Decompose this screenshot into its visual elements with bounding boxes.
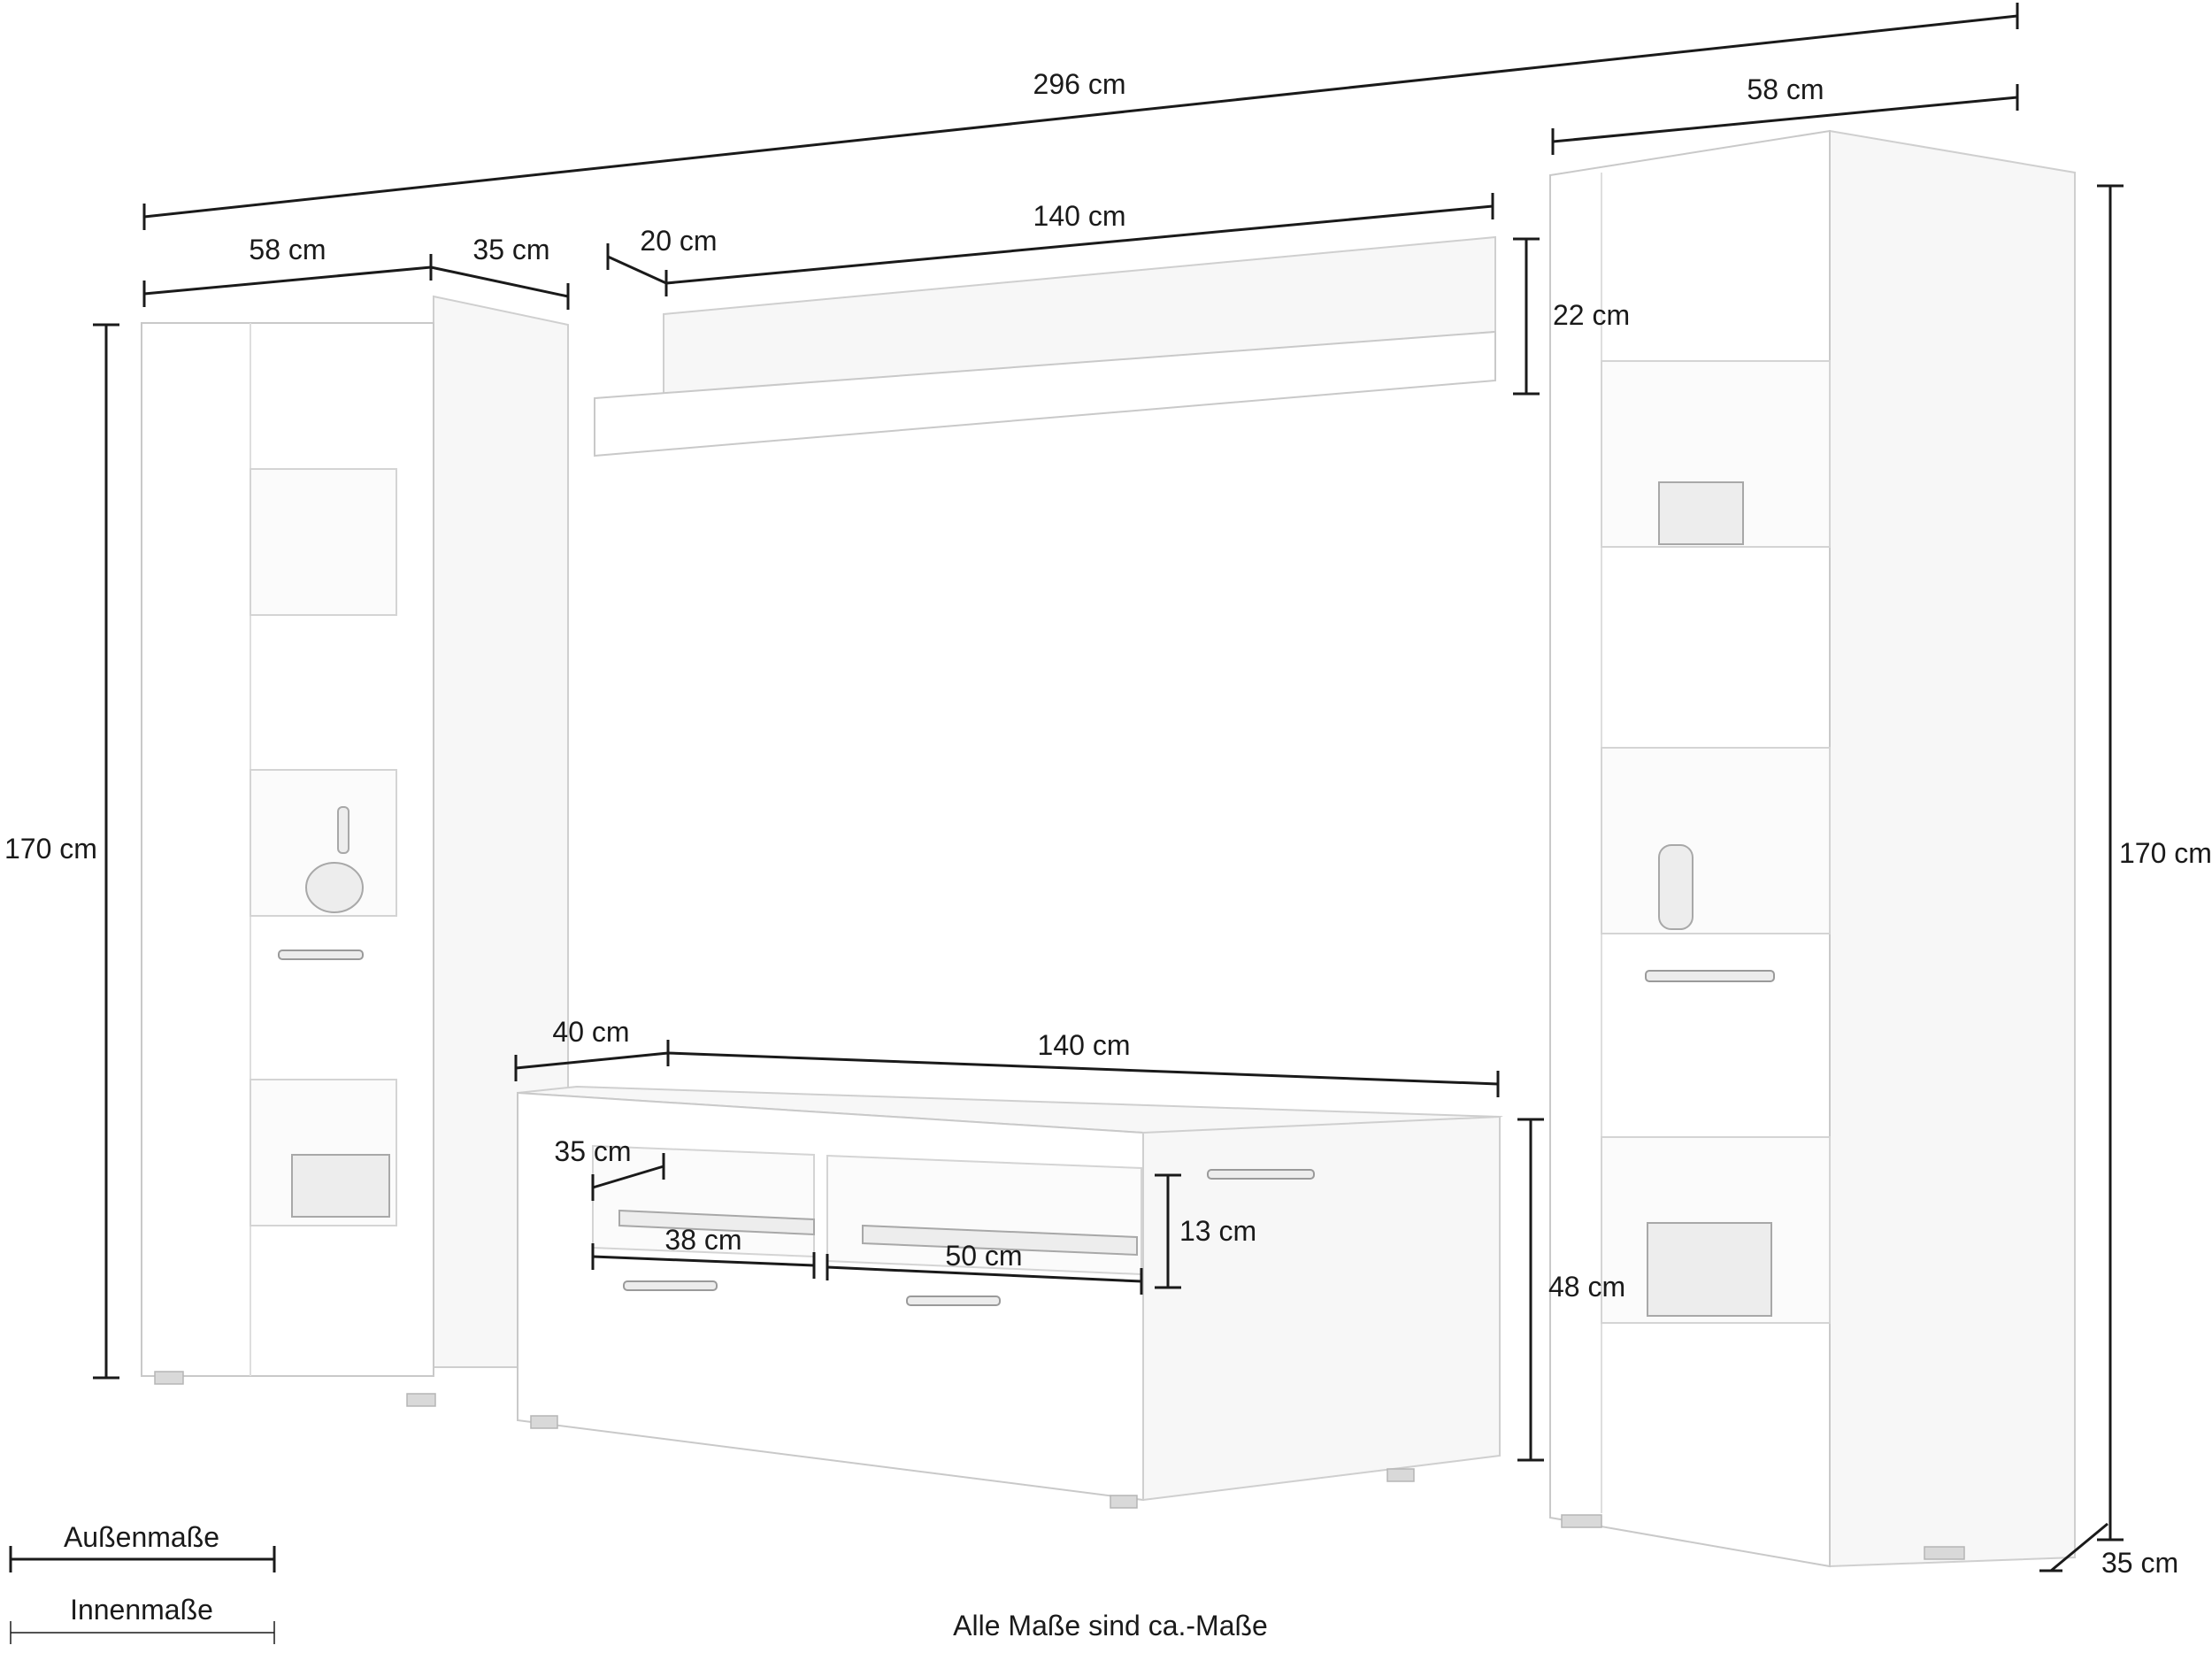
label-shelf-depth: 20 cm	[640, 225, 717, 257]
label-left-cabinet-depth: 35 cm	[472, 234, 549, 265]
dim-tv-right-compartment	[826, 1254, 1143, 1295]
tv-door-handle	[1207, 1169, 1315, 1180]
label-left-cabinet-width: 58 cm	[249, 234, 326, 265]
tv-lowboard-door	[1142, 1115, 1501, 1502]
dim-right-cabinet-height	[2097, 184, 2124, 1542]
label-tv-depth: 40 cm	[552, 1016, 629, 1048]
dim-shelf-height	[1513, 237, 1540, 396]
label-tv-width: 140 cm	[1038, 1029, 1131, 1061]
right-cabinet-foot	[1561, 1514, 1602, 1528]
left-cabinet-glass-top	[250, 468, 397, 616]
label-tv-inner-depth: 35 cm	[554, 1135, 631, 1167]
left-vitrine-cabinet	[141, 295, 569, 1407]
label-right-cabinet-width: 58 cm	[1747, 73, 1824, 105]
left-cabinet-foot	[154, 1371, 184, 1385]
label-left-cabinet-height: 170 cm	[4, 833, 97, 865]
dim-tv-left-compartment	[591, 1243, 816, 1279]
label-total-width: 296 cm	[1033, 68, 1126, 100]
tv-foot	[1110, 1495, 1138, 1509]
vase-decoration	[1658, 844, 1694, 930]
right-cabinet-side	[1829, 129, 2076, 1568]
right-cabinet-glass-middle	[1601, 747, 1831, 934]
shelf-board	[594, 330, 1496, 457]
tv-drawer-handle-right	[906, 1295, 1001, 1306]
dim-left-cabinet-height	[93, 323, 119, 1380]
label-shelf-height: 22 cm	[1553, 299, 1630, 331]
dim-tv-width	[667, 1051, 1500, 1097]
dim-tv-height	[1517, 1118, 1544, 1462]
yarn-ball-decoration	[305, 862, 364, 913]
label-shelf-width: 140 cm	[1033, 200, 1126, 232]
right-vitrine-cabinet	[1549, 129, 2076, 1568]
basket-decoration	[1658, 481, 1744, 545]
label-tv-height: 48 cm	[1548, 1271, 1625, 1303]
dim-right-cabinet-depth	[2039, 1522, 2108, 1572]
tv-foot	[1386, 1468, 1415, 1482]
dim-right-cabinet-width	[1551, 84, 2019, 155]
footnote: Alle Maße sind ca.-Maße	[953, 1610, 1268, 1641]
right-cabinet-foot	[1924, 1546, 1965, 1560]
legend-outer-label: Außenmaße	[64, 1521, 219, 1553]
box-decoration	[291, 1154, 390, 1218]
dim-tv-inner-depth	[591, 1153, 665, 1201]
legend: Außenmaße Innenmaße	[9, 1521, 276, 1644]
dim-total-width	[142, 3, 2019, 230]
left-cabinet-handle	[278, 950, 364, 960]
wall-shelf	[594, 235, 1496, 457]
legend-inner-label: Innenmaße	[70, 1594, 213, 1626]
dim-tv-compartment-height	[1155, 1173, 1181, 1289]
label-right-cabinet-depth: 35 cm	[2101, 1547, 2178, 1579]
left-cabinet-foot	[406, 1393, 436, 1407]
tv-drawer-handle-left	[623, 1280, 718, 1291]
label-tv-right-compartment: 50 cm	[945, 1240, 1022, 1272]
tv-lowboard	[517, 1085, 1503, 1509]
label-tv-compartment-height: 13 cm	[1179, 1215, 1256, 1247]
dim-left-cabinet-depth	[430, 265, 570, 310]
right-cabinet-handle	[1645, 970, 1775, 982]
patterned-box-decoration	[1647, 1222, 1772, 1317]
dvd-player-right	[862, 1224, 1138, 1257]
tv-foot	[530, 1415, 558, 1429]
vase-decoration	[337, 806, 349, 854]
label-right-cabinet-height: 170 cm	[2119, 837, 2212, 869]
label-tv-left-compartment: 38 cm	[664, 1224, 741, 1256]
dim-shelf-width	[665, 193, 1494, 285]
dvd-player-left	[618, 1209, 815, 1236]
